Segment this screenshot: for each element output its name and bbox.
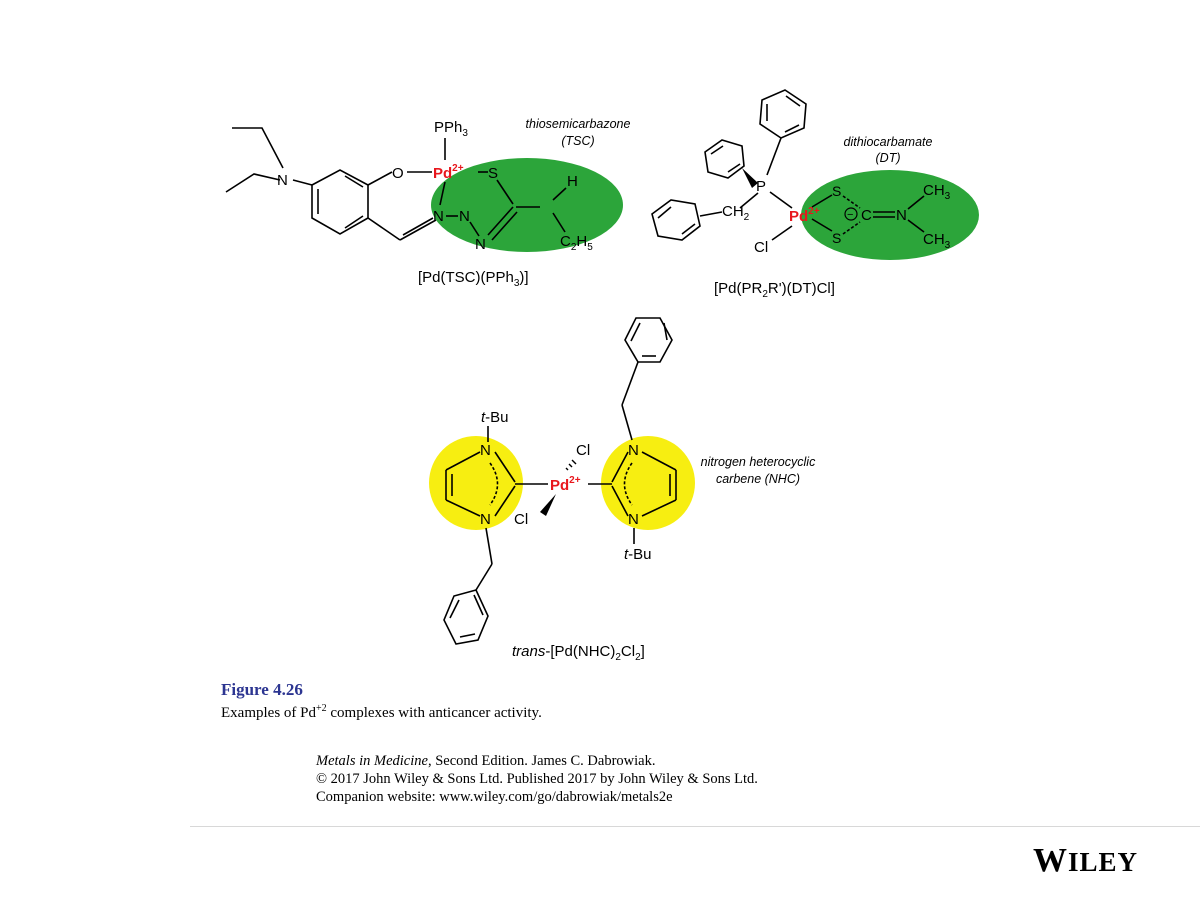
pd-metal-2: Pd2+	[789, 206, 820, 225]
chloride-top-label: Cl	[576, 442, 590, 459]
pd-metal-3: Pd2+	[550, 475, 581, 494]
n-right-top: N	[628, 442, 639, 459]
nhc-right-highlight	[601, 436, 695, 530]
n-left-top: N	[480, 442, 491, 459]
molecule-trans-pd-nhc2-cl2: nitrogen heterocyclic carbene (NHC) t-Bu…	[429, 317, 816, 663]
ch2-label: CH2	[722, 203, 750, 223]
ethyl-label: C2H5	[560, 233, 593, 253]
dt-highlight	[801, 170, 979, 260]
negative-charge-circle	[844, 207, 858, 221]
nhc-label-line1: nitrogen heterocyclic	[701, 455, 816, 469]
nhc-left-highlight	[429, 436, 523, 530]
pph3-label: PPh3	[434, 119, 468, 139]
carbon-label: C	[861, 207, 872, 224]
caption-text: Examples of Pd+2 complexes with anticanc…	[221, 703, 542, 721]
n3-label: N	[475, 236, 486, 253]
figure-number: Figure 4.26	[221, 680, 303, 699]
footer-divider	[190, 826, 1200, 827]
nhc-label-line2: carbene (NHC)	[716, 472, 800, 486]
h-label: H	[567, 173, 578, 190]
tbu-top-label: t-Bu	[481, 409, 509, 426]
sulfur-label: S	[488, 165, 498, 182]
ch3-top-label: CH3	[923, 182, 951, 202]
molecule2-title: [Pd(PR2R')(DT)Cl]	[714, 280, 835, 300]
chloride-label-2: Cl	[754, 239, 768, 256]
nitrogen-label-2: N	[896, 207, 907, 224]
book-title: Metals in Medicine	[316, 753, 428, 769]
tsc-label-line1: thiosemicarbazone	[526, 117, 631, 131]
wiley-logo: WILEY	[1033, 842, 1139, 879]
sulfur-bottom-label: S	[832, 230, 841, 246]
phosphorus-label: P	[756, 178, 766, 195]
ch3-bottom-label: CH3	[923, 231, 951, 251]
oxygen-label: O	[392, 165, 404, 182]
tsc-highlight	[431, 158, 623, 252]
n1-label: N	[433, 208, 444, 225]
dt-label-line1: dithiocarbamate	[844, 135, 933, 149]
citation-line-3: Companion website: www.wiley.com/go/dabr…	[316, 789, 673, 805]
tsc-label-line2: (TSC)	[561, 134, 594, 148]
n-right-bottom: N	[628, 511, 639, 528]
book-citation: Metals in Medicine, Second Edition. Jame…	[316, 752, 758, 806]
chloride-bottom-label: Cl	[514, 511, 528, 528]
pd-metal-1: Pd2+	[433, 163, 464, 182]
tbu-bottom-label: t-Bu	[624, 546, 652, 563]
molecule-pd-tsc-pph3: thiosemicarbazone (TSC) N O PPh3 Pd2+ S …	[225, 117, 631, 289]
citation-line-1: Metals in Medicine, Second Edition. Jame…	[316, 753, 656, 769]
n2-label: N	[459, 208, 470, 225]
n-left-bottom: N	[480, 511, 491, 528]
negative-charge-sign: −	[847, 209, 853, 221]
molecule1-title: [Pd(TSC)(PPh3)]	[418, 269, 529, 289]
sulfur-top-label: S	[832, 183, 841, 199]
chemical-structures-figure: thiosemicarbazone (TSC) N O PPh3 Pd2+ S …	[225, 89, 979, 663]
figure-caption: Figure 4.26 Examples of Pd+2 complexes w…	[221, 680, 542, 722]
citation-line-2: © 2017 John Wiley & Sons Ltd. Published …	[316, 771, 758, 787]
molecule-pd-pr2r-dt-cl: dithiocarbamate (DT) P CH2 Pd2+ Cl S S	[651, 89, 979, 300]
amine-n-label: N	[277, 172, 288, 189]
molecule3-title: trans-[Pd(NHC)2Cl2]	[512, 643, 645, 663]
dt-label-line2: (DT)	[876, 151, 901, 165]
